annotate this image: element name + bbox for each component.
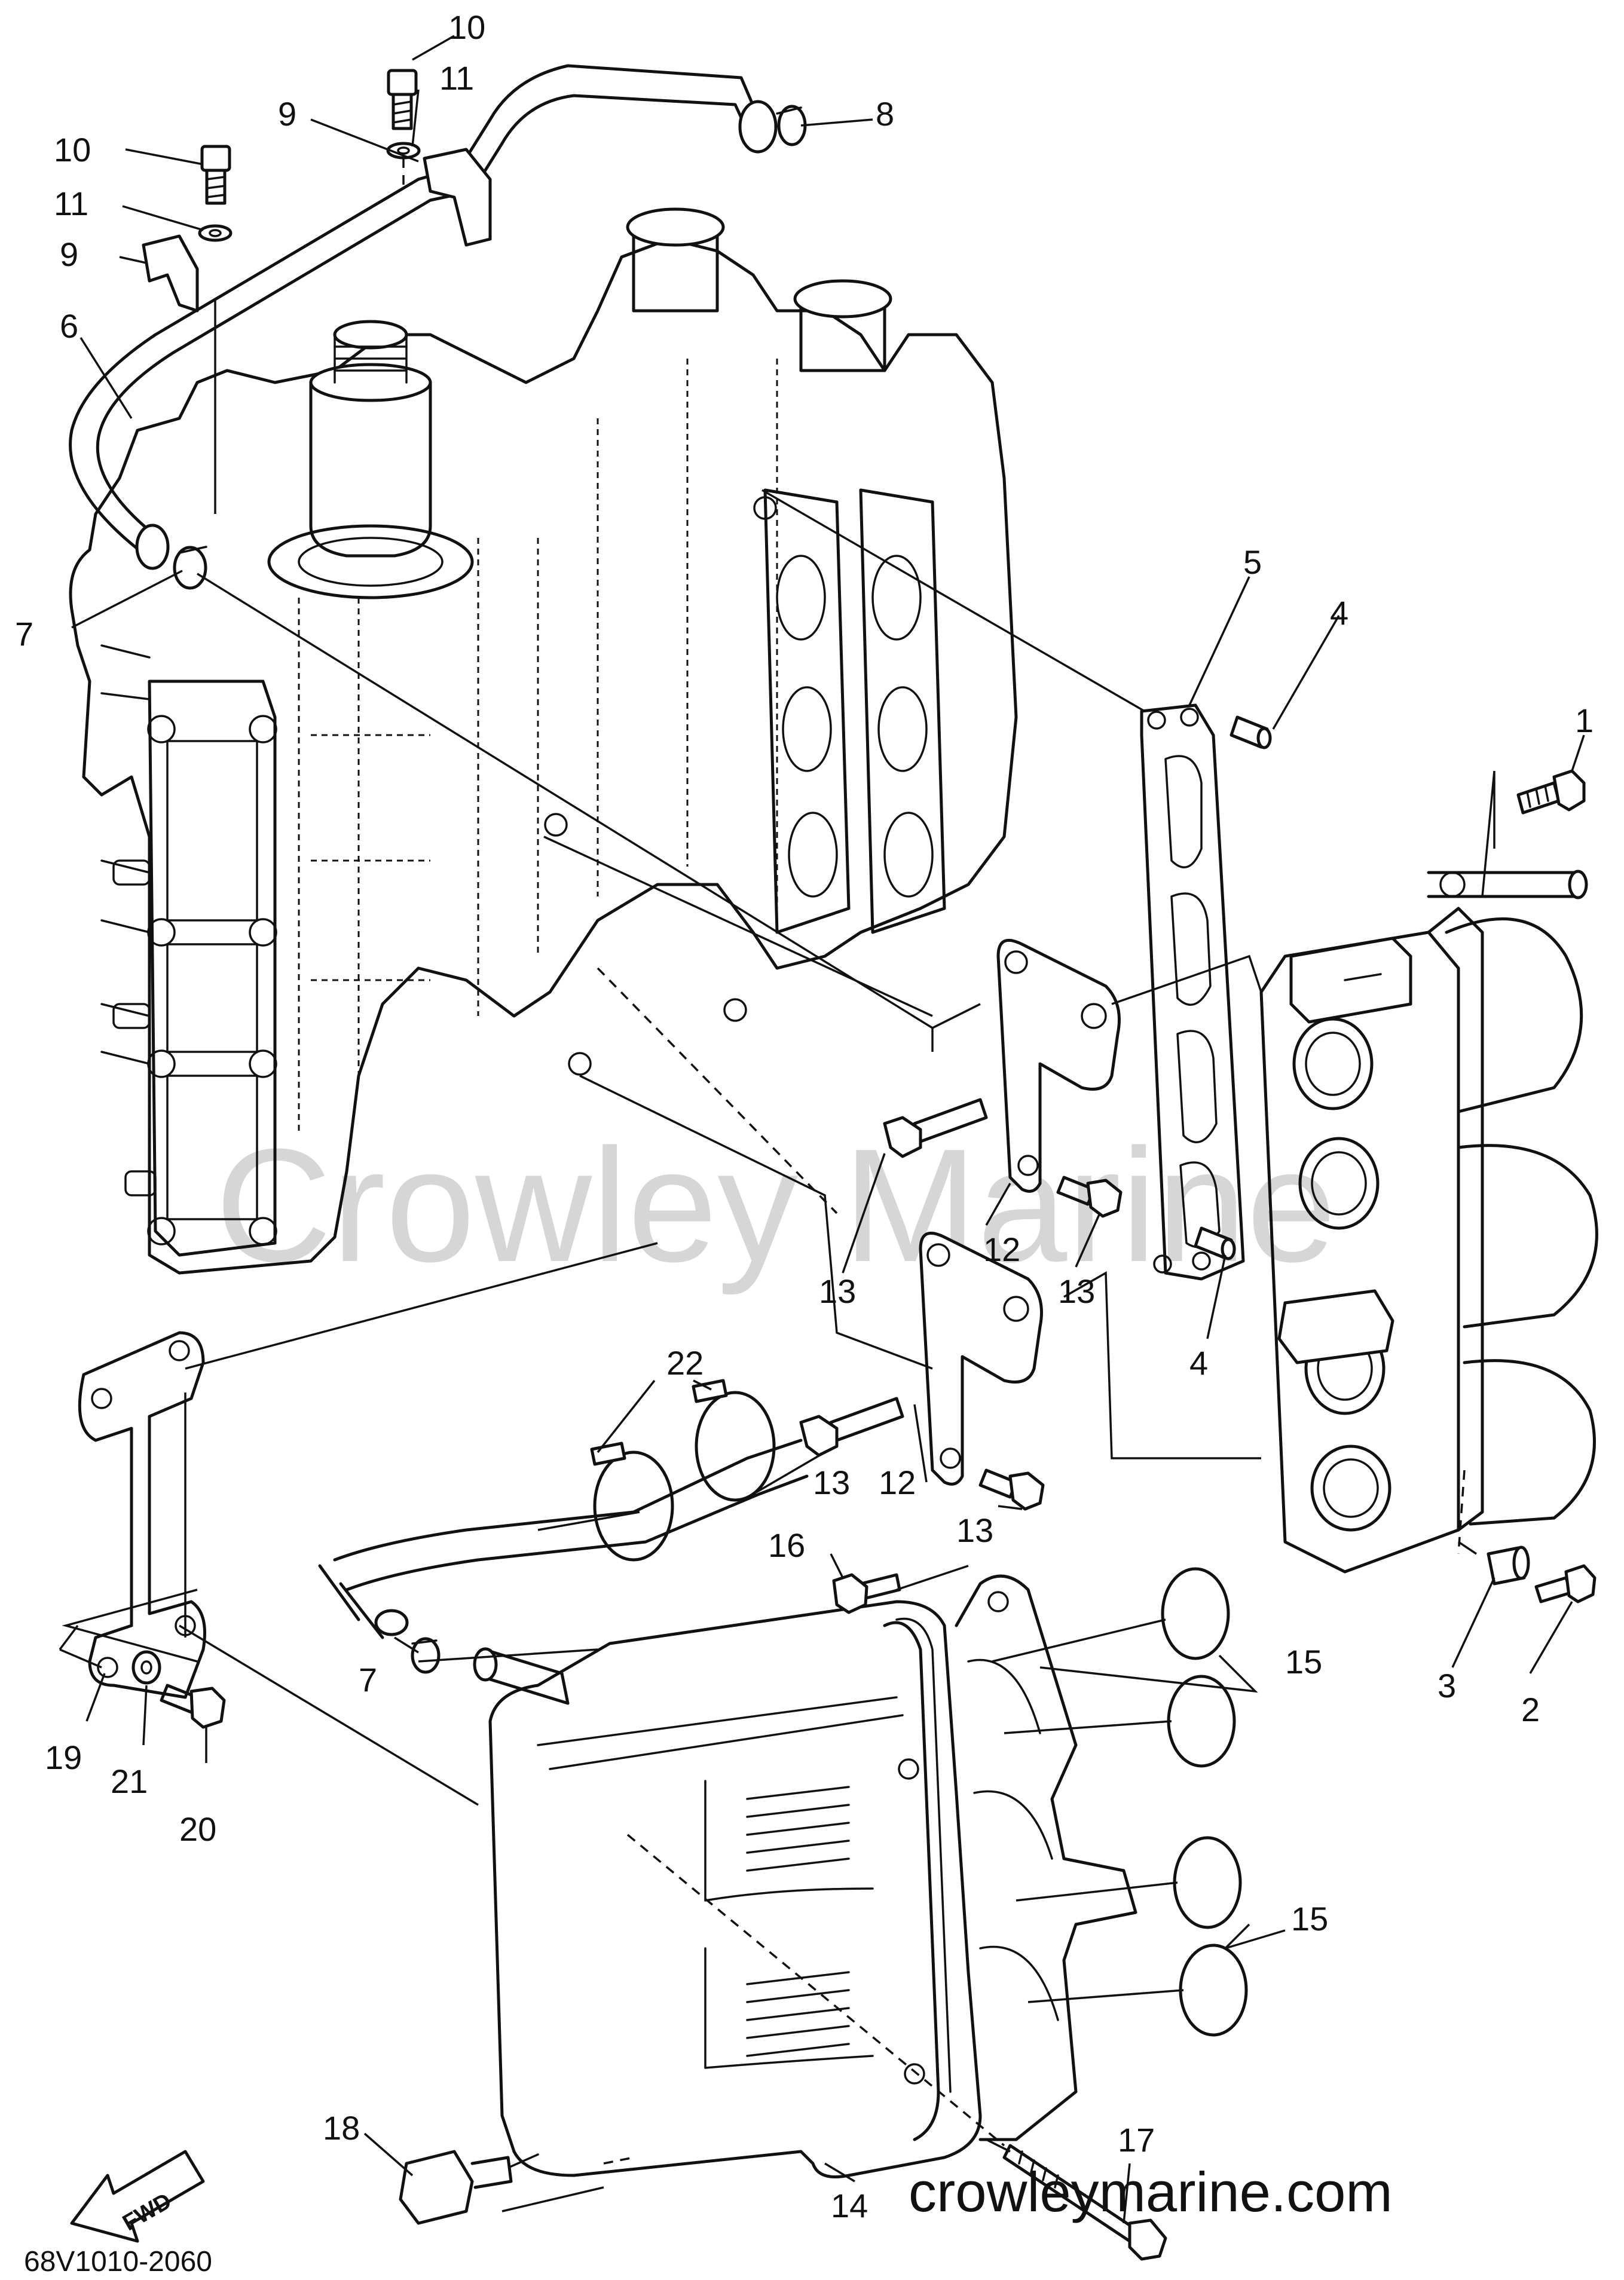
callout-22: 22 — [666, 1344, 704, 1382]
bolt-10-top — [387, 69, 418, 130]
callout-16: 16 — [768, 1526, 805, 1564]
engine-block — [69, 207, 1018, 1275]
temp-sensor-18 — [399, 2150, 539, 2225]
bolt-13-c — [799, 1397, 904, 1457]
callout-13: 13 — [956, 1511, 993, 1549]
bolt-1 — [1516, 769, 1586, 815]
throttle-body-assembly — [1259, 870, 1598, 1574]
callout-8: 8 — [876, 95, 894, 133]
callout-1: 1 — [1575, 702, 1594, 739]
gasket-15-c — [1173, 1836, 1242, 1929]
callout-10: 10 — [54, 131, 91, 169]
callout-4: 4 — [1189, 1344, 1208, 1382]
callout-7: 7 — [359, 1661, 377, 1698]
bolt-13-a — [883, 1098, 988, 1158]
hose-clamps-22 — [590, 1379, 776, 1562]
assembly-lines — [59, 489, 1495, 2212]
watermark-text: Crowley Marine — [215, 1116, 1336, 1296]
callout-11: 11 — [54, 185, 88, 222]
bolt-10-left — [200, 145, 231, 205]
callout-4: 4 — [1330, 594, 1348, 632]
bolt-20 — [160, 1684, 226, 1729]
callout-21: 21 — [111, 1762, 148, 1800]
bracket-12-lower — [919, 1231, 1043, 1486]
intake-silencer-14 — [473, 1574, 1137, 2178]
short-hose — [318, 1439, 809, 1639]
callout-15: 15 — [1291, 1900, 1328, 1938]
bracket-12-upper — [996, 938, 1121, 1193]
callout-6: 6 — [60, 307, 78, 345]
callout-18: 18 — [323, 2109, 360, 2147]
callout-13: 13 — [819, 1272, 856, 1310]
callout-12: 12 — [983, 1231, 1020, 1268]
callout-17: 17 — [1118, 2121, 1155, 2159]
site-url: crowleymarine.com — [909, 2160, 1393, 2223]
washer-21 — [131, 1650, 161, 1685]
callout-12: 12 — [879, 1464, 916, 1501]
dowel-pin-4-top — [1230, 715, 1272, 749]
callout-3: 3 — [1438, 1667, 1456, 1704]
callout-19: 19 — [45, 1739, 82, 1776]
callout-7: 7 — [15, 615, 33, 653]
bolt-2 — [1534, 1564, 1597, 1603]
screw-16 — [832, 1573, 901, 1614]
holder-9-right — [423, 148, 492, 247]
callout-15: 15 — [1285, 1643, 1322, 1681]
callout-9: 9 — [278, 95, 296, 133]
hose-clamp-7-top — [173, 546, 207, 590]
callout-11: 11 — [439, 59, 474, 97]
callout-20: 20 — [179, 1810, 216, 1848]
gasket-15-d — [1179, 1944, 1248, 2037]
holder-9-left — [142, 234, 199, 313]
bracket-19 — [78, 1331, 206, 1699]
gasket-15-a — [1161, 1567, 1230, 1660]
bolt-17 — [1002, 2144, 1167, 2261]
callout-leaders — [71, 35, 1585, 2224]
hose-clamp-7-lower — [411, 1637, 441, 1674]
callout-2: 2 — [1521, 1691, 1540, 1728]
bolt-13-d — [978, 1468, 1045, 1511]
diagram-code: 68V1010-2060 — [24, 2246, 212, 2278]
callout-14: 14 — [831, 2187, 868, 2224]
hose-clamp-8 — [776, 105, 807, 146]
collar-3 — [1487, 1545, 1530, 1586]
callout-13: 13 — [813, 1464, 850, 1501]
callout-9: 9 — [60, 235, 78, 273]
bolt-13-b — [1056, 1176, 1123, 1218]
breather-hose — [69, 64, 778, 570]
gasket-15-b — [1167, 1675, 1236, 1768]
callout-13: 13 — [1058, 1272, 1095, 1310]
callout-10: 10 — [448, 8, 485, 46]
callout-5: 5 — [1243, 543, 1262, 581]
washer-11-left — [198, 224, 233, 514]
fwd-arrow-icon: FWD — [70, 2150, 205, 2243]
